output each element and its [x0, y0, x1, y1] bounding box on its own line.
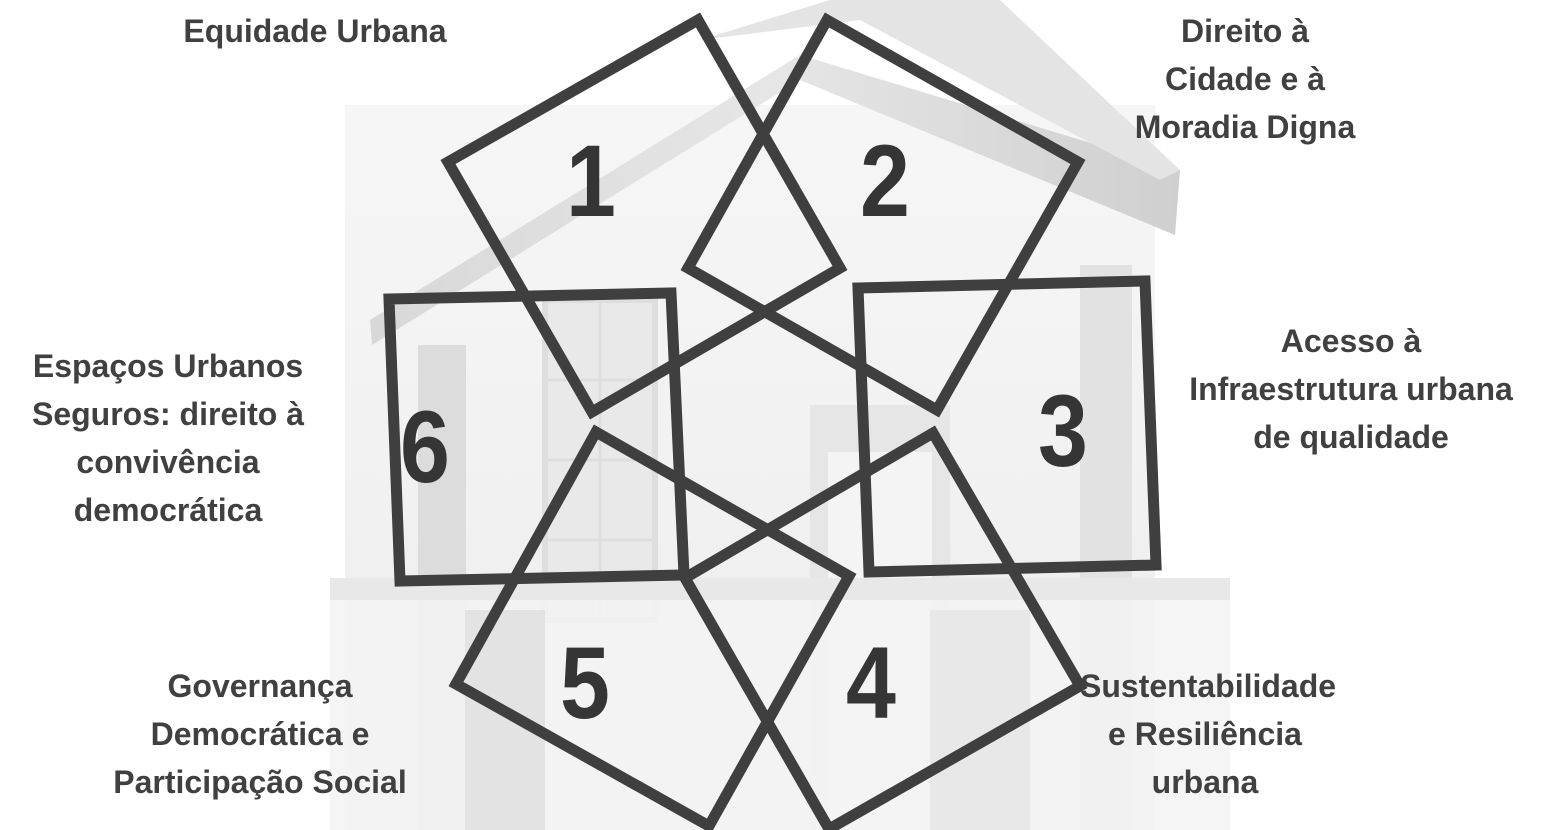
label-equidade-urbana: Equidade Urbana [150, 7, 480, 55]
shape-number-2: 2 [837, 130, 934, 232]
label-acesso-infraestrutura: Acesso à Infraestrutura urbana de qualid… [1162, 317, 1540, 461]
shape-number-1: 1 [543, 130, 640, 232]
label-sustentabilidade-resiliencia: Sustentabilidade e Resiliência urbana [1080, 662, 1330, 806]
shape-number-6: 6 [377, 396, 474, 498]
label-espacos-urbanos-seguros: Espaços Urbanos Seguros: direito à convi… [0, 342, 336, 534]
shape-number-3: 3 [1015, 380, 1112, 482]
shape-1 [448, 20, 840, 412]
label-direito-a-cidade: Direito à Cidade e à Moradia Digna [1100, 7, 1390, 151]
shape-number-5: 5 [537, 632, 634, 734]
shape-number-4: 4 [823, 632, 920, 734]
label-governanca-democratica: Governança Democrática e Participação So… [90, 662, 430, 806]
